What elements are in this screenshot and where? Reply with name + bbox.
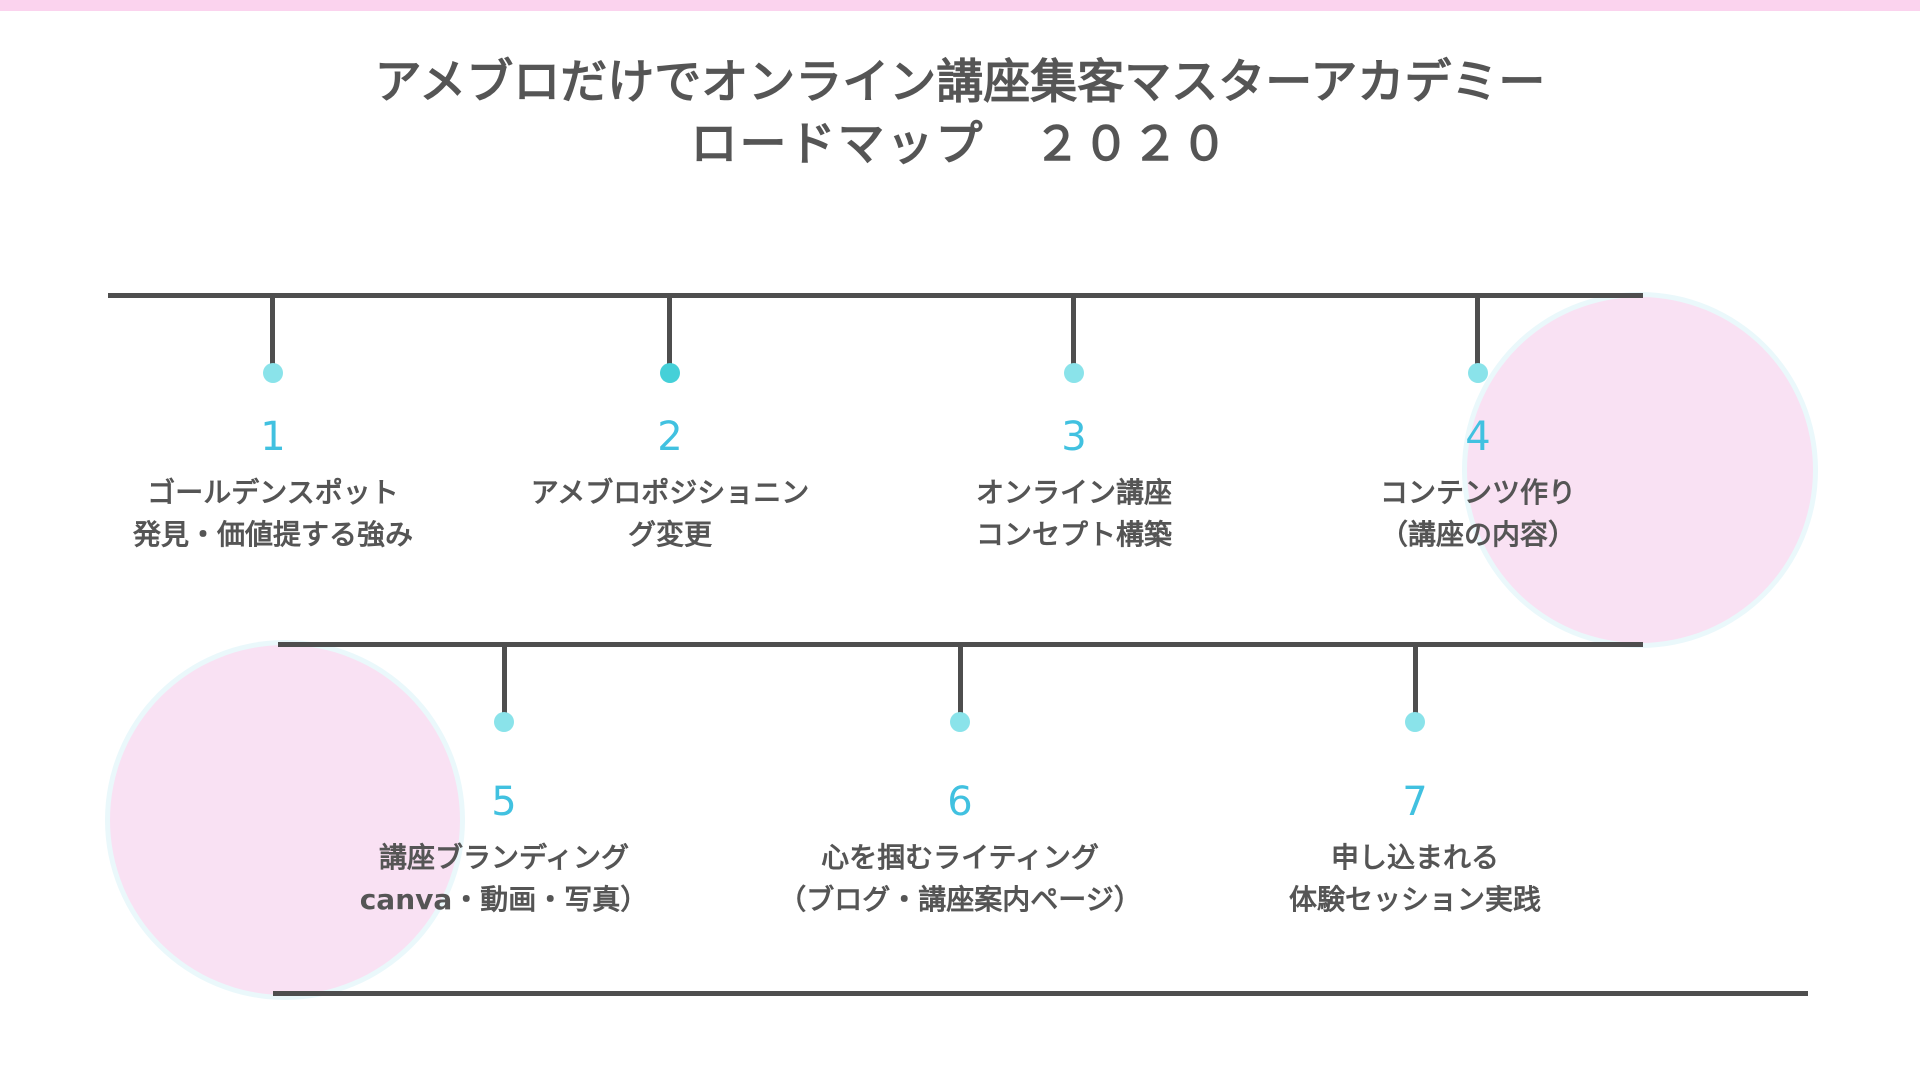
milestone-label-line: （ブログ・講座案内ページ） xyxy=(778,883,1142,916)
milestone-1: 1 ゴールデンスポット 発見・価値提する強み xyxy=(53,414,493,556)
milestone-label-line: コンテンツ作り xyxy=(1379,476,1576,509)
milestone-connector xyxy=(502,642,507,722)
milestone-number: 3 xyxy=(1061,414,1087,460)
milestone-2: 2 アメブロポジショニン グ変更 xyxy=(450,414,890,556)
milestone-label: 申し込まれる 体験セッション実践 xyxy=(1195,837,1635,921)
page-title: アメブロだけでオンライン講座集客マスターアカデミー ロードマップ ２０２０ xyxy=(0,52,1920,176)
milestone-label-line: （講座の内容） xyxy=(1379,518,1576,551)
milestone-3: 3 オンライン講座 コンセプト構築 xyxy=(854,414,1294,556)
milestone-connector xyxy=(667,293,672,373)
milestone-connector xyxy=(1413,642,1418,722)
milestone-label: コンテンツ作り （講座の内容） xyxy=(1258,472,1698,556)
milestone-label-line: canva・動画・写真） xyxy=(359,883,649,916)
milestone-number: 6 xyxy=(947,779,973,825)
milestone-label-line: 心を掴むライティング xyxy=(821,841,1099,874)
milestone-dot xyxy=(1405,712,1425,732)
decorative-circle-right xyxy=(1467,297,1813,643)
milestone-connector xyxy=(270,293,275,373)
milestone-dot xyxy=(950,712,970,732)
milestone-label-line: 申し込まれる xyxy=(1330,841,1499,874)
milestone-4: 4 コンテンツ作り （講座の内容） xyxy=(1258,414,1698,556)
milestone-number: 1 xyxy=(260,414,286,460)
title-line-1: アメブロだけでオンライン講座集客マスターアカデミー xyxy=(374,55,1546,110)
milestone-label-line: アメブロポジショニン xyxy=(530,476,810,509)
milestone-label-line: 体験セッション実践 xyxy=(1288,883,1541,916)
milestone-label: アメブロポジショニン グ変更 xyxy=(450,472,890,556)
milestone-label: 講座ブランディング canva・動画・写真） xyxy=(284,837,724,921)
milestone-connector xyxy=(958,642,963,722)
milestone-label: ゴールデンスポット 発見・価値提する強み xyxy=(53,472,493,556)
milestone-number: 2 xyxy=(657,414,683,460)
milestone-dot xyxy=(494,712,514,732)
milestone-dot xyxy=(1468,363,1488,383)
timeline-line-top xyxy=(108,293,1643,298)
milestone-label-line: ゴールデンスポット xyxy=(147,476,399,509)
milestone-label-line: オンライン講座 xyxy=(975,476,1172,509)
milestone-number: 7 xyxy=(1402,779,1428,825)
milestone-7: 7 申し込まれる 体験セッション実践 xyxy=(1195,779,1635,921)
milestone-label: オンライン講座 コンセプト構築 xyxy=(854,472,1294,556)
milestone-label-line: グ変更 xyxy=(627,518,712,551)
top-accent-band xyxy=(0,0,1920,11)
milestone-5: 5 講座ブランディング canva・動画・写真） xyxy=(284,779,724,921)
decorative-circle-left xyxy=(110,645,460,995)
milestone-dot-active xyxy=(660,363,680,383)
milestone-label-line: 講座ブランディング xyxy=(378,841,630,874)
milestone-label-line: 発見・価値提する強み xyxy=(132,518,413,551)
title-line-2: ロードマップ ２０２０ xyxy=(690,117,1230,172)
milestone-dot xyxy=(1064,363,1084,383)
milestone-label-line: コンセプト構築 xyxy=(975,518,1172,551)
milestone-connector xyxy=(1071,293,1076,373)
milestone-dot xyxy=(263,363,283,383)
milestone-number: 4 xyxy=(1465,414,1491,460)
milestone-number: 5 xyxy=(491,779,517,825)
milestone-6: 6 心を掴むライティング （ブログ・講座案内ページ） xyxy=(740,779,1180,921)
milestone-connector xyxy=(1475,293,1480,373)
milestone-label: 心を掴むライティング （ブログ・講座案内ページ） xyxy=(740,837,1180,921)
timeline-line-bottom xyxy=(273,991,1808,996)
